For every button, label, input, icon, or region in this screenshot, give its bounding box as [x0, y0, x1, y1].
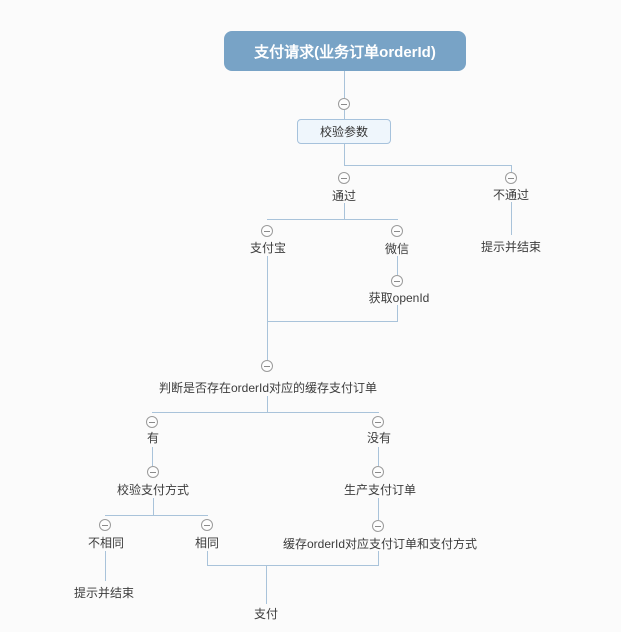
collapse-minus-icon[interactable] — [338, 98, 350, 110]
topic-label-no-pass[interactable]: 不通过 — [492, 188, 530, 202]
collapse-minus-icon[interactable] — [146, 416, 158, 428]
collapse-minus-icon[interactable] — [391, 225, 403, 237]
topic-label-not-exists[interactable]: 没有 — [366, 431, 392, 445]
connector-line — [344, 110, 345, 119]
connector-line — [378, 498, 379, 520]
minus-dash — [264, 365, 270, 367]
collapse-minus-icon[interactable] — [338, 172, 350, 184]
topic-label-wechat[interactable]: 微信 — [384, 242, 410, 256]
connector-line — [267, 396, 268, 412]
connector-line — [152, 447, 153, 466]
minus-dash — [102, 524, 108, 526]
minus-dash — [149, 421, 155, 423]
connector-line — [378, 447, 379, 466]
connector-line — [344, 144, 345, 165]
minus-dash — [341, 177, 347, 179]
connector-line — [511, 166, 512, 172]
minus-dash — [375, 471, 381, 473]
connector-line — [267, 321, 398, 322]
topic-check-params[interactable]: 校验参数 — [297, 119, 391, 144]
collapse-minus-icon[interactable] — [261, 225, 273, 237]
minus-dash — [264, 230, 270, 232]
connector-line — [267, 219, 398, 220]
topic-label-exists[interactable]: 有 — [146, 431, 160, 445]
topic-label-same[interactable]: 相同 — [194, 536, 220, 550]
collapse-minus-icon[interactable] — [99, 519, 111, 531]
topic-label-no-pass-end[interactable]: 提示并结束 — [480, 240, 542, 254]
collapse-minus-icon[interactable] — [372, 416, 384, 428]
collapse-minus-icon[interactable] — [201, 519, 213, 531]
root-topic[interactable]: 支付请求(业务订单orderId) — [224, 31, 466, 71]
connector-line — [105, 551, 106, 581]
topic-label-create-pay-order[interactable]: 生产支付订单 — [343, 483, 417, 497]
connector-line — [105, 515, 208, 516]
connector-line — [344, 71, 345, 98]
minus-dash — [394, 280, 400, 282]
collapse-minus-icon[interactable] — [147, 466, 159, 478]
connector-line — [397, 305, 398, 321]
connector-line — [344, 203, 345, 219]
connector-line — [344, 165, 512, 166]
collapse-minus-icon[interactable] — [261, 360, 273, 372]
connector-line — [511, 202, 512, 235]
minus-dash — [341, 103, 347, 105]
minus-dash — [508, 177, 514, 179]
minus-dash — [375, 421, 381, 423]
connector-line — [152, 412, 379, 413]
minus-dash — [375, 525, 381, 527]
topic-label-get-openid[interactable]: 获取openId — [368, 291, 430, 305]
topic-label-different[interactable]: 不相同 — [87, 536, 125, 550]
collapse-minus-icon[interactable] — [372, 520, 384, 532]
collapse-minus-icon[interactable] — [505, 172, 517, 184]
collapse-minus-icon[interactable] — [372, 466, 384, 478]
minus-dash — [204, 524, 210, 526]
topic-label-alipay[interactable]: 支付宝 — [249, 241, 287, 255]
minus-dash — [394, 230, 400, 232]
collapse-minus-icon[interactable] — [391, 275, 403, 287]
topic-label-check-pay-method[interactable]: 校验支付方式 — [116, 483, 190, 497]
connector-line — [397, 256, 398, 275]
topic-label-pass[interactable]: 通过 — [331, 189, 357, 203]
connector-line — [207, 565, 379, 566]
topic-label-check-cached-order[interactable]: 判断是否存在orderId对应的缓存支付订单 — [158, 381, 378, 395]
topic-label-different-end[interactable]: 提示并结束 — [73, 586, 135, 600]
connector-line — [207, 551, 208, 565]
connector-line — [153, 498, 154, 515]
topic-label-pay[interactable]: 支付 — [253, 607, 279, 621]
topic-label-cache-pay-order[interactable]: 缓存orderId对应支付订单和支付方式 — [282, 537, 478, 551]
minus-dash — [150, 471, 156, 473]
connector-line — [378, 551, 379, 565]
connector-line — [267, 256, 268, 360]
connector-line — [266, 565, 267, 604]
